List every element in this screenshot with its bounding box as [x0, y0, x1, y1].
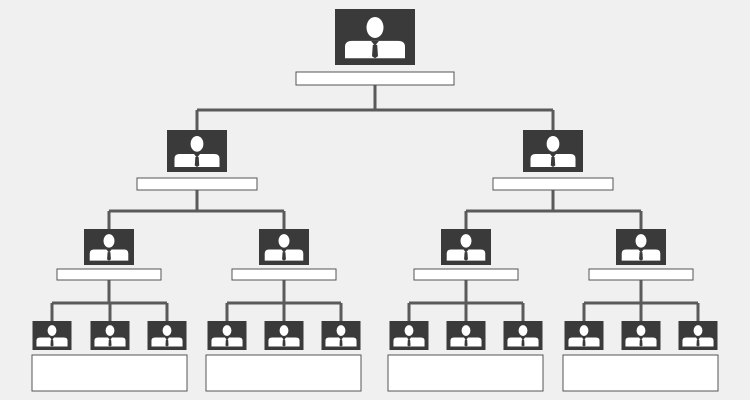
- staff-node: [264, 321, 304, 350]
- team-label-box: [562, 354, 719, 392]
- team-label-box: [387, 354, 544, 392]
- team-box: [387, 354, 544, 392]
- name-label-box: [295, 71, 455, 86]
- person-in-suit-icon: [264, 234, 304, 261]
- staff-node: [32, 321, 72, 350]
- person-in-suit-icon: [94, 325, 126, 347]
- name-label-box: [136, 177, 258, 191]
- staff-node: [147, 321, 187, 350]
- person-in-suit-icon: [89, 234, 129, 261]
- team-label-box: [205, 354, 362, 392]
- person-in-suit-icon: [325, 325, 357, 347]
- person-in-suit-icon: [450, 325, 482, 347]
- person-in-suit-icon: [393, 325, 425, 347]
- manager-node: [588, 229, 694, 281]
- name-label-box: [413, 268, 519, 281]
- staff-node: [90, 321, 130, 350]
- team-box: [205, 354, 362, 392]
- name-label-box: [492, 177, 614, 191]
- manager-node: [56, 229, 162, 281]
- person-in-suit-icon: [174, 135, 220, 167]
- name-label-box: [56, 268, 162, 281]
- person-in-suit-icon: [507, 325, 539, 347]
- person-in-suit-icon: [211, 325, 243, 347]
- staff-node: [321, 321, 361, 350]
- staff-node: [389, 321, 429, 350]
- person-in-suit-icon: [151, 325, 183, 347]
- staff-node: [446, 321, 486, 350]
- person-in-suit-icon: [625, 325, 657, 347]
- manager-node: [231, 229, 337, 281]
- manager-node: [295, 9, 455, 86]
- staff-node: [564, 321, 604, 350]
- name-label-box: [231, 268, 337, 281]
- staff-node: [207, 321, 247, 350]
- team-box: [31, 354, 188, 392]
- name-label-box: [588, 268, 694, 281]
- person-in-suit-icon: [621, 234, 661, 261]
- person-in-suit-icon: [345, 16, 405, 59]
- person-in-suit-icon: [682, 325, 714, 347]
- staff-node: [621, 321, 661, 350]
- person-in-suit-icon: [268, 325, 300, 347]
- connectors: [50, 85, 700, 321]
- person-in-suit-icon: [446, 234, 486, 261]
- team-box: [562, 354, 719, 392]
- person-in-suit-icon: [568, 325, 600, 347]
- person-in-suit-icon: [530, 135, 576, 167]
- staff-node: [503, 321, 543, 350]
- staff-node: [678, 321, 718, 350]
- manager-node: [136, 130, 258, 191]
- team-label-box: [31, 354, 188, 392]
- person-in-suit-icon: [36, 325, 68, 347]
- manager-node: [413, 229, 519, 281]
- manager-node: [492, 130, 614, 191]
